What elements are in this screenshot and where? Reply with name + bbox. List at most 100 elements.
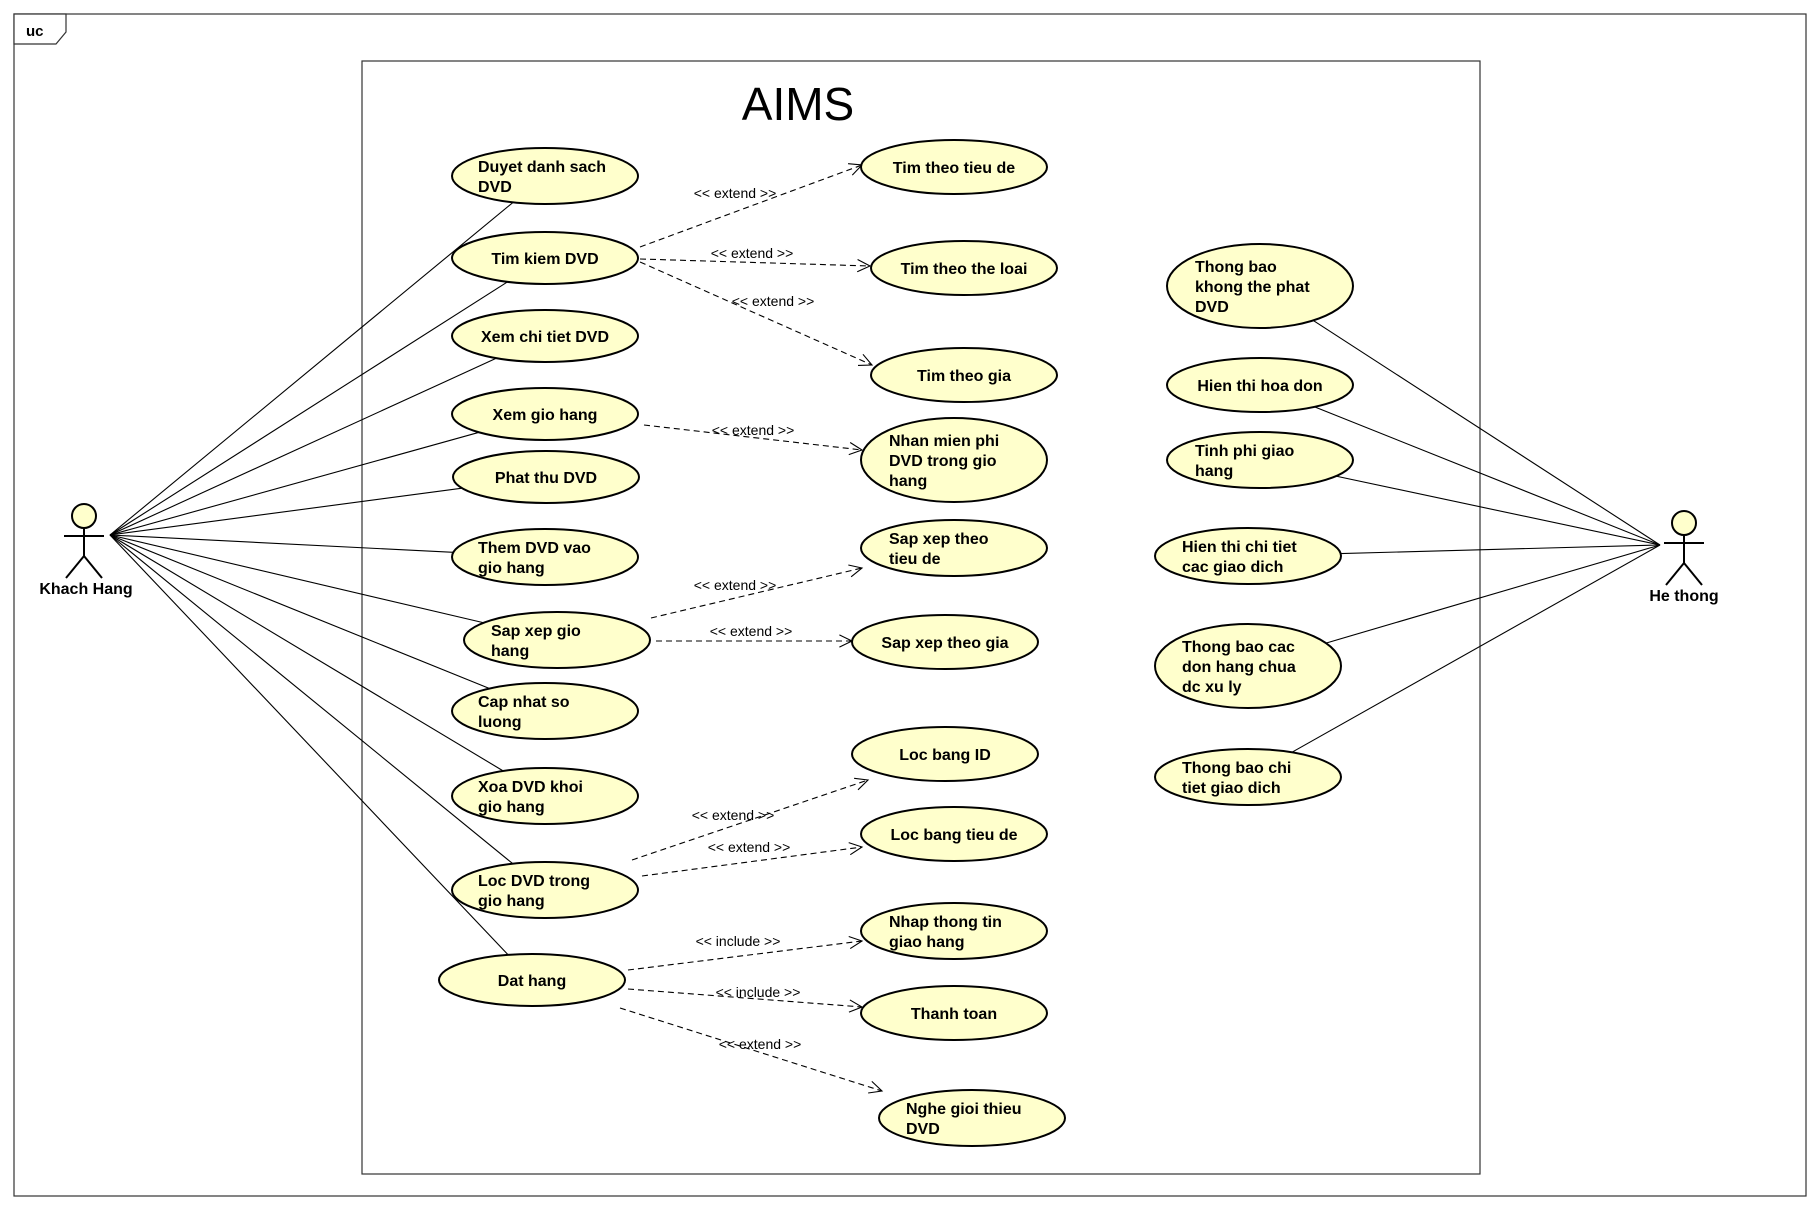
use-case-ellipse xyxy=(851,614,1039,670)
stereotype-label: << extend >> xyxy=(708,839,791,855)
dependency-arrowhead xyxy=(848,935,864,950)
use-case-label: dc xu ly xyxy=(1182,679,1242,696)
stereotype-label: << extend >> xyxy=(711,245,794,261)
use-case-xemchitiet[interactable]: Xem chi tiet DVD xyxy=(451,309,639,363)
association-he-thong-hienthichitiet xyxy=(1340,544,1661,555)
actor-head xyxy=(71,503,97,529)
use-case-xoadvd[interactable]: Xoa DVD khoi gio hang xyxy=(451,767,639,825)
dependency-arrowhead xyxy=(854,777,870,791)
use-case-label: Hien thi chi tiet xyxy=(1182,539,1297,556)
dependency-timkiem-timgia xyxy=(639,261,873,366)
use-case-label: gio hang xyxy=(478,799,545,816)
use-case-phatthu[interactable]: Phat thu DVD xyxy=(452,450,640,504)
use-case-loctieude[interactable]: Loc bang tieu de xyxy=(860,806,1048,862)
use-case-ellipse xyxy=(860,902,1048,960)
use-case-label: Dat hang xyxy=(498,973,566,990)
use-case-label: Xem gio hang xyxy=(493,407,598,424)
dependency-dathang-nghegioithieu xyxy=(619,1007,883,1092)
use-case-ellipse xyxy=(451,231,639,285)
dependency-arrowhead xyxy=(868,1080,884,1094)
use-case-ellipse xyxy=(1166,243,1354,329)
dependency-arrowhead xyxy=(848,564,864,578)
use-case-thanhtoan[interactable]: Thanh toan xyxy=(860,985,1048,1041)
use-case-ellipse xyxy=(870,347,1058,403)
use-case-capnhat[interactable]: Cap nhat so luong xyxy=(451,682,639,740)
use-case-timtieude[interactable]: Tim theo tieu de xyxy=(860,139,1048,195)
diagram-frame xyxy=(13,13,1807,1197)
use-case-ellipse xyxy=(452,450,640,504)
use-case-ellipse xyxy=(463,611,651,669)
use-case-sapxepgia[interactable]: Sap xep theo gia xyxy=(851,614,1039,670)
use-case-label: giao hang xyxy=(889,934,965,951)
actor-name: He thong xyxy=(1649,588,1718,605)
use-case-label: Loc DVD trong xyxy=(478,873,590,890)
use-case-label: tiet giao dich xyxy=(1182,780,1281,797)
use-case-timtheloai[interactable]: Tim theo the loai xyxy=(870,240,1058,296)
use-case-dathang[interactable]: Dat hang xyxy=(438,953,626,1007)
actor-he-thong[interactable]: He thong xyxy=(1649,510,1719,605)
actor-khach-hang[interactable]: Khach Hang xyxy=(39,503,133,598)
use-case-label: Hien thi hoa don xyxy=(1197,378,1322,395)
use-case-label: Cap nhat so xyxy=(478,694,570,711)
use-case-label: hang xyxy=(1195,463,1233,480)
use-case-label: luong xyxy=(478,714,522,731)
dependency-xemgio-nhanmienphi xyxy=(643,424,863,451)
use-case-thongbaochitiet[interactable]: Thong bao chi tiet giao dich xyxy=(1154,748,1342,806)
use-case-hienthihoadon[interactable]: Hien thi hoa don xyxy=(1166,357,1354,413)
association-khach-hang-capnhat xyxy=(109,534,490,690)
system-boundary xyxy=(361,60,1481,1175)
use-case-xemgio[interactable]: Xem gio hang xyxy=(451,387,639,441)
dependency-locdvd-locid xyxy=(631,779,869,861)
association-he-thong-thongbaocac xyxy=(1325,544,1661,644)
stereotype-label: << extend >> xyxy=(694,185,777,201)
use-case-label: Tim theo gia xyxy=(917,368,1011,385)
use-case-label: Sap xep gio xyxy=(491,623,581,640)
use-case-label: DVD xyxy=(478,179,512,196)
use-case-label: Nhan mien phi xyxy=(889,433,999,450)
association-he-thong-hienthihoadon xyxy=(1314,406,1661,546)
use-case-label: Them DVD vao xyxy=(478,540,591,557)
association-khach-hang-timkiem xyxy=(109,281,508,536)
use-case-locid[interactable]: Loc bang ID xyxy=(851,726,1039,782)
use-case-themdvd[interactable]: Them DVD vao gio hang xyxy=(451,528,639,586)
association-khach-hang-locdvd xyxy=(109,534,514,865)
association-he-thong-thongbaokhong xyxy=(1312,319,1661,546)
use-case-label: gio hang xyxy=(478,560,545,577)
use-case-ellipse xyxy=(860,417,1048,503)
stereotype-label: << extend >> xyxy=(692,807,775,823)
system-title: AIMS xyxy=(742,78,854,130)
use-case-timkiem[interactable]: Tim kiem DVD xyxy=(451,231,639,285)
use-case-ellipse xyxy=(451,309,639,363)
use-case-label: Xoa DVD khoi xyxy=(478,779,583,796)
use-case-ellipse xyxy=(851,726,1039,782)
use-case-label: Phat thu DVD xyxy=(495,470,597,487)
use-case-label: Thong bao chi xyxy=(1182,760,1291,777)
use-case-ellipse xyxy=(870,240,1058,296)
stereotype-label: << extend >> xyxy=(712,422,795,438)
use-case-ellipse xyxy=(451,147,639,205)
use-case-ellipse xyxy=(860,139,1048,195)
association-khach-hang-phatthu xyxy=(109,487,463,536)
use-case-label: Thanh toan xyxy=(911,1006,997,1023)
actor-right-leg xyxy=(83,555,103,579)
actor-right-leg xyxy=(1683,562,1703,586)
stereotype-label: << extend >> xyxy=(694,577,777,593)
association-khach-hang-xemgio xyxy=(109,431,480,536)
use-case-label: Nghe gioi thieu xyxy=(906,1101,1022,1118)
use-case-label: tieu de xyxy=(889,551,941,568)
use-case-label: Tim theo the loai xyxy=(901,261,1028,278)
dependency-dathang-thanhtoan xyxy=(627,988,863,1008)
use-case-timgia[interactable]: Tim theo gia xyxy=(870,347,1058,403)
stereotype-label: << extend >> xyxy=(719,1036,802,1052)
